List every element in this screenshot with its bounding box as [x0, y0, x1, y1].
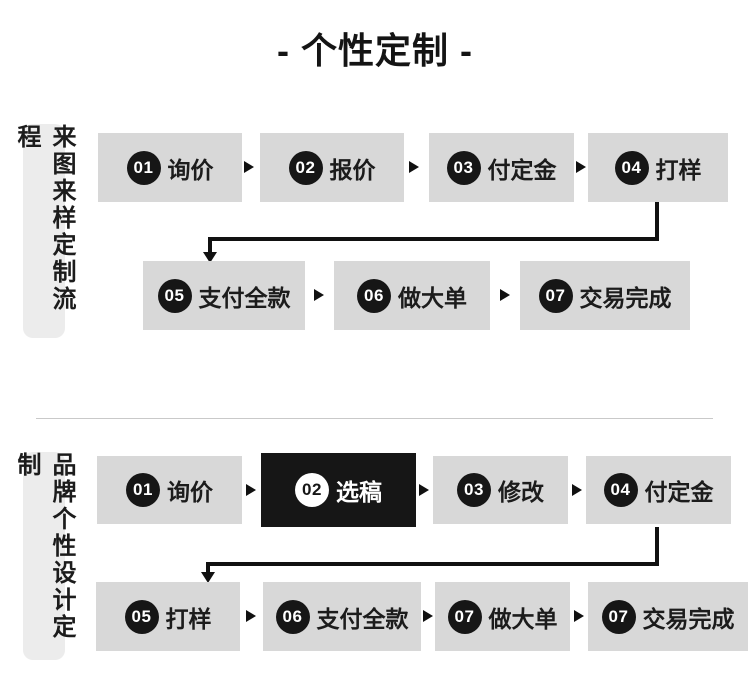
step-label: 交易完成 — [642, 605, 735, 632]
right-arrow-icon — [572, 484, 582, 496]
step-sampling: 05 打样 — [96, 582, 240, 651]
step-label: 报价 — [329, 156, 376, 183]
step-deal-complete: 07 交易完成 — [588, 582, 748, 651]
step-inquiry: 01 询价 — [97, 456, 242, 524]
step-bulk-production: 07 做大单 — [435, 582, 570, 651]
section-side-label: 品牌个性设计定制 — [13, 452, 75, 660]
step-revise: 03 修改 — [433, 456, 568, 524]
step-label: 付定金 — [644, 479, 714, 505]
step-pay-deposit: 04 付定金 — [586, 456, 731, 524]
elbow-connector-arrow — [201, 527, 659, 583]
step-number-badge: 01 — [126, 473, 160, 507]
step-number-badge: 02 — [295, 473, 329, 507]
step-label: 打样 — [655, 156, 702, 183]
step-label: 选稿 — [336, 479, 382, 505]
step-pay-deposit: 03 付定金 — [429, 133, 574, 202]
step-deal-complete: 07 交易完成 — [520, 261, 690, 330]
right-arrow-icon — [574, 610, 584, 622]
step-number-badge: 06 — [275, 599, 310, 634]
step-label: 询价 — [167, 156, 214, 183]
step-inquiry: 01 询价 — [98, 133, 242, 202]
step-number-badge: 07 — [447, 599, 482, 634]
elbow-connector-arrow — [203, 202, 659, 263]
right-arrow-icon — [314, 289, 324, 301]
section-side-label: 来图来样定制流程 — [13, 124, 75, 338]
step-number-badge: 05 — [124, 599, 159, 634]
step-number-badge: 04 — [603, 473, 638, 507]
right-arrow-icon — [409, 161, 419, 173]
step-label: 修改 — [498, 479, 544, 505]
right-arrow-icon — [244, 161, 254, 173]
step-number-badge: 07 — [538, 278, 573, 313]
step-bulk-production: 06 做大单 — [334, 261, 490, 330]
step-label: 询价 — [167, 479, 213, 505]
step-number-badge: 03 — [457, 473, 491, 507]
right-arrow-icon — [500, 289, 510, 301]
step-pay-balance: 06 支付全款 — [263, 582, 421, 651]
step-number-badge: 02 — [288, 150, 323, 185]
step-label: 支付全款 — [198, 284, 291, 311]
step-label: 支付全款 — [316, 605, 409, 632]
step-number-badge: 03 — [446, 150, 481, 185]
right-arrow-icon — [419, 484, 429, 496]
step-label: 交易完成 — [579, 284, 672, 311]
step-label: 做大单 — [398, 284, 467, 311]
right-arrow-icon — [576, 161, 586, 173]
right-arrow-icon — [246, 484, 256, 496]
step-quote: 02 报价 — [260, 133, 404, 202]
step-pay-balance: 05 支付全款 — [143, 261, 305, 330]
right-arrow-icon — [423, 610, 433, 622]
step-number-badge: 01 — [126, 150, 161, 185]
page-title: - 个性定制 - — [277, 30, 473, 71]
step-sampling: 04 打样 — [588, 133, 728, 202]
step-number-badge: 06 — [357, 278, 391, 313]
step-number-badge: 05 — [157, 278, 192, 313]
right-arrow-icon — [246, 610, 256, 622]
section-divider — [36, 418, 713, 419]
step-label: 做大单 — [488, 605, 558, 632]
step-number-badge: 04 — [614, 150, 649, 185]
step-number-badge: 07 — [601, 599, 636, 634]
step-label: 付定金 — [487, 156, 557, 183]
step-select-draft: 02 选稿 — [261, 453, 416, 527]
step-label: 打样 — [165, 605, 212, 632]
